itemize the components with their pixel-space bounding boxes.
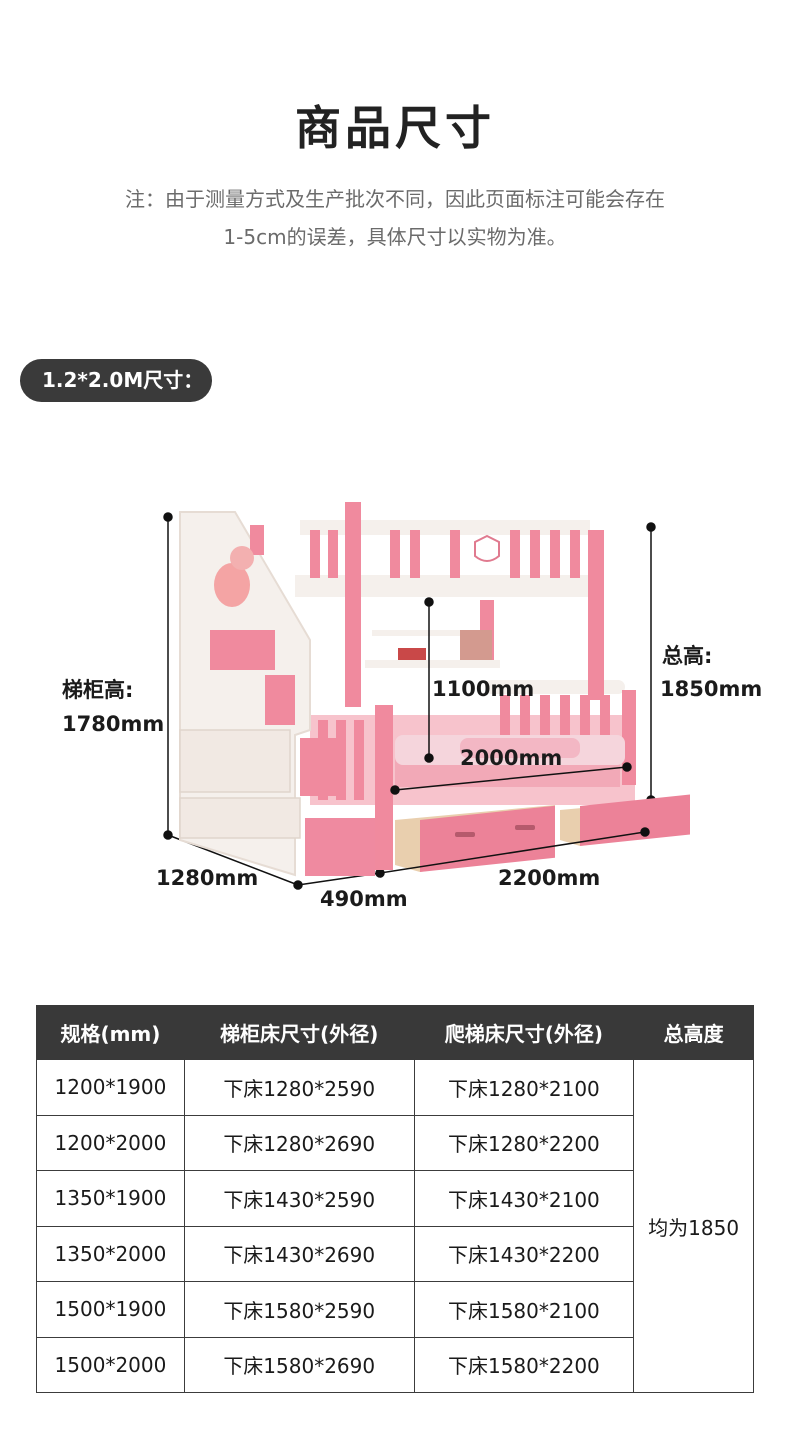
cell-stair-bed: 下床1580*2690: [183, 1336, 415, 1393]
header-ladder-bed-size: 爬梯床尺寸(外径): [413, 1005, 635, 1060]
bed-length-value: 2000mm: [460, 746, 563, 770]
cell-stair-bed: 下床1430*2690: [183, 1225, 415, 1282]
stair-depth-value: 1280mm: [156, 866, 259, 890]
cell-stair-bed: 下床1430*2590: [183, 1170, 415, 1227]
cell-ladder-bed: 下床1580*2200: [413, 1336, 635, 1393]
cell-ladder-bed: 下床1430*2100: [413, 1170, 635, 1227]
clearance-value: 1100mm: [432, 677, 535, 701]
total-length-value: 2200mm: [498, 866, 601, 890]
header-total-height: 总高度: [633, 1005, 754, 1060]
cell-stair-bed: 下床1580*2590: [183, 1281, 415, 1338]
product-dimension-figure: 梯柜高: 1780mm 总高: 1850mm 1100mm 2000mm 128…: [0, 480, 790, 940]
size-spec-table: 规格(mm) 梯柜床尺寸(外径) 爬梯床尺寸(外径) 总高度 1200*1900…: [36, 1005, 754, 1393]
cell-spec: 1200*1900: [36, 1059, 185, 1116]
cell-spec: 1350*1900: [36, 1170, 185, 1227]
header-spec: 规格(mm): [36, 1005, 185, 1060]
cell-ladder-bed: 下床1580*2100: [413, 1281, 635, 1338]
stair-height-value: 1780mm: [62, 712, 165, 736]
table-row: 1200*1900 下床1280*2590 下床1280*2100 均为1850: [36, 1059, 754, 1393]
cell-spec: 1500*1900: [36, 1281, 185, 1338]
total-height-label: 总高:: [662, 644, 713, 668]
total-height-value: 1850mm: [660, 677, 763, 701]
bunk-bed-illustration: [163, 502, 690, 890]
stair-width-value: 490mm: [320, 887, 408, 911]
page-title: 商品尺寸: [295, 101, 495, 155]
table-row: 1350*2000 下床1430*2690 下床1430*2200: [36, 1225, 754, 1282]
cell-spec: 1350*2000: [36, 1225, 185, 1282]
cell-ladder-bed: 下床1280*2200: [413, 1114, 635, 1171]
cell-spec: 1500*2000: [36, 1336, 185, 1393]
header-stair-bed-size: 梯柜床尺寸(外径): [183, 1005, 415, 1060]
table-row: 1500*1900 下床1580*2590 下床1580*2100: [36, 1281, 754, 1338]
note-line-2: 1-5cm的误差，具体尺寸以实物为准。: [223, 225, 567, 249]
stair-height-label: 梯柜高:: [62, 678, 134, 702]
cell-ladder-bed: 下床1280*2100: [413, 1059, 635, 1116]
cell-ladder-bed: 下床1430*2200: [413, 1225, 635, 1282]
size-tag: 1.2*2.0M尺寸：: [20, 359, 212, 402]
cell-spec: 1200*2000: [36, 1114, 185, 1171]
cell-total-height: 均为1850: [633, 1059, 754, 1393]
table-row: 1350*1900 下床1430*2590 下床1430*2100: [36, 1170, 754, 1227]
cell-stair-bed: 下床1280*2690: [183, 1114, 415, 1171]
table-header-row: 规格(mm) 梯柜床尺寸(外径) 爬梯床尺寸(外径) 总高度: [36, 1005, 754, 1060]
note-line-1: 注：由于测量方式及生产批次不同，因此页面标注可能会存在: [125, 187, 665, 211]
cell-stair-bed: 下床1280*2590: [183, 1059, 415, 1116]
table-row: 1200*2000 下床1280*2690 下床1280*2200: [36, 1114, 754, 1171]
table-row: 1500*2000 下床1580*2690 下床1580*2200: [36, 1336, 754, 1393]
